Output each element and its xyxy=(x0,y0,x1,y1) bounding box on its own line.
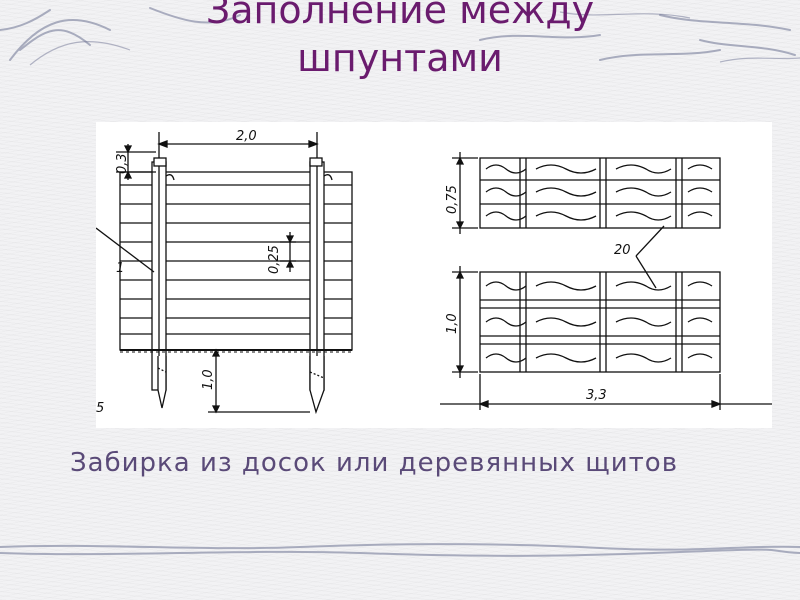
label-5: 5 xyxy=(96,401,104,416)
label-20: 20 xyxy=(614,243,631,258)
slide-title: Заполнение между шпунтами xyxy=(205,0,595,80)
dim-depth-label: 1,0 xyxy=(201,369,216,390)
label-1: 1 xyxy=(116,261,124,276)
dim-lower-height-label: 1,0 xyxy=(445,313,460,334)
right-drawing-wood-panels xyxy=(440,152,772,410)
dim-board-label: 0,25 xyxy=(267,245,282,274)
dim-width-label: 2,0 xyxy=(236,129,257,144)
dim-panel-width-label: 3,3 xyxy=(586,388,607,403)
dim-top-label: 0,3 xyxy=(115,153,130,174)
bottom-decoration xyxy=(0,543,800,557)
left-drawing-front-view xyxy=(96,132,353,415)
slide-caption: Забирка из досок или деревянных щитов xyxy=(70,448,679,478)
technical-drawing: 2,0 0,3 0,25 1,0 5 1 xyxy=(96,122,772,428)
dim-upper-height-label: 0,75 xyxy=(445,185,460,214)
top-decoration xyxy=(0,7,800,66)
